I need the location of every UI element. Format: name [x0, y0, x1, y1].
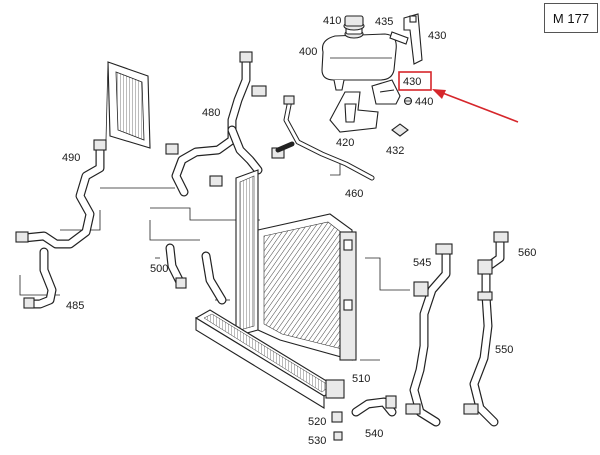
label-500: 500: [150, 263, 168, 275]
sensor-520: [331, 411, 343, 423]
label-410: 410: [323, 15, 341, 27]
label-420: 420: [336, 137, 354, 149]
hose-485: [23, 247, 57, 309]
label-550: 550: [495, 344, 513, 356]
model-code: M 177: [552, 10, 590, 26]
label-480: 480: [202, 107, 220, 119]
bracket-430: [371, 79, 401, 105]
model-code-box: M 177: [544, 3, 598, 33]
hose-540: [351, 395, 397, 417]
seal-part-435: [389, 31, 409, 45]
tank-cap: [343, 15, 365, 31]
label-530: 530: [308, 435, 326, 447]
plug-530: [333, 431, 343, 441]
label-460: 460: [345, 188, 363, 200]
main-radiator: [235, 169, 357, 361]
label-432: 432: [386, 145, 404, 157]
expansion-tank: [321, 21, 397, 91]
hose-545: [405, 243, 453, 427]
hose-480: [165, 51, 267, 197]
hose-500: [165, 243, 227, 305]
label-490: 490: [62, 152, 80, 164]
highlight-box: [398, 71, 432, 91]
label-545: 545: [413, 257, 431, 269]
screw-440: [403, 96, 413, 106]
label-540: 540: [365, 428, 383, 440]
label-560: 560: [518, 247, 536, 259]
bracket-420: [329, 91, 379, 133]
bracket-430-top: [403, 13, 423, 65]
clip-432: [391, 123, 409, 137]
part-labels: 410 435 430 400 430 440 420 432 460 480 …: [62, 15, 536, 447]
label-435: 435: [375, 16, 393, 28]
label-430: 430: [403, 76, 421, 88]
hose-490: [15, 139, 107, 249]
label-400: 400: [299, 46, 317, 58]
auxiliary-radiator: [105, 61, 151, 149]
label-440: 440: [415, 96, 433, 108]
vent-hose-460: [271, 95, 375, 181]
charge-air-cooler: [194, 309, 345, 409]
label-510: 510: [352, 373, 370, 385]
label-485: 485: [66, 300, 84, 312]
label-520: 520: [308, 416, 326, 428]
label-430-top: 430: [428, 30, 446, 42]
pointer-arrow: [432, 89, 519, 123]
hose-550-560: [463, 231, 509, 427]
